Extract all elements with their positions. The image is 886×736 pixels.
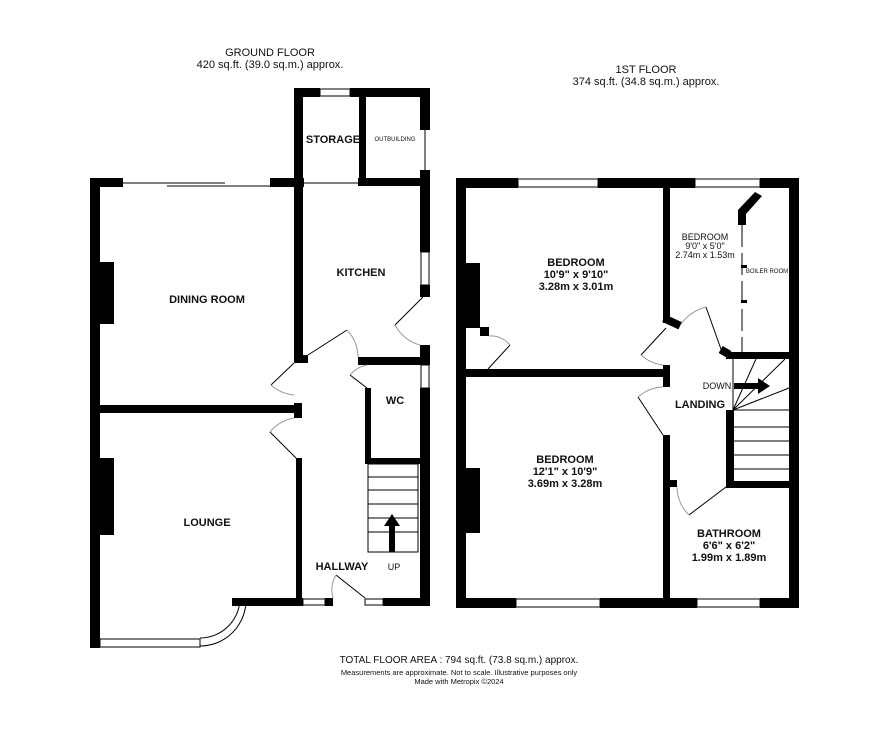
room-dims-imperial: 12'1" x 10'9" [533,466,598,478]
room-dims-imperial: 9'0" x 5'0" [685,241,724,251]
room-dims-metric: 3.69m x 3.28m [528,478,603,490]
total-floor-area: TOTAL FLOOR AREA : 794 sq.ft. (73.8 sq.m… [340,655,579,666]
room-bedroom-1: BEDROOM 10'9" x 9'10" 3.28m x 3.01m [539,257,614,293]
stairs-up-label: UP [388,562,401,572]
room-dims-metric: 2.74m x 1.53m [675,250,735,260]
ground-floor-title: GROUND FLOOR [225,47,315,59]
room-hallway: HALLWAY [316,561,369,573]
room-dims-imperial: 10'9" x 9'10" [544,269,609,281]
room-outbuilding: OUTBUILDING [374,137,415,143]
room-bedroom-2: BEDROOM 9'0" x 5'0" 2.74m x 1.53m [675,232,735,260]
ground-floor-walls [90,88,430,648]
room-dims-metric: 1.99m x 1.89m [692,552,767,564]
room-dims-metric: 3.28m x 3.01m [539,281,614,293]
room-dims-imperial: 6'6" x 6'2" [703,540,755,552]
room-lounge: LOUNGE [183,517,230,529]
room-landing: LANDING [675,399,725,411]
room-boiler: BOILER ROOM [746,269,788,275]
room-kitchen: KITCHEN [337,267,386,279]
disclaimer: Measurements are approximate. Not to sca… [341,668,578,677]
room-bedroom-3: BEDROOM 12'1" x 10'9" 3.69m x 3.28m [528,454,603,490]
stairs-down-label: DOWN [703,381,732,391]
room-name: BEDROOM [682,232,729,242]
room-dining: DINING ROOM [169,294,245,306]
room-wc: WC [386,395,404,407]
ground-floor-area: 420 sq.ft. (39.0 sq.m.) approx. [197,59,344,71]
room-storage: STORAGE [306,134,360,146]
first-floor-title: 1ST FLOOR [616,64,677,76]
first-floor-area: 374 sq.ft. (34.8 sq.m.) approx. [573,76,720,88]
room-name: BATHROOM [697,528,761,540]
room-name: BEDROOM [547,257,604,269]
room-bathroom: BATHROOM 6'6" x 6'2" 1.99m x 1.89m [692,528,767,564]
credit: Made with Metropix ©2024 [414,677,503,686]
room-name: BEDROOM [536,454,593,466]
first-floor-walls [456,178,799,608]
